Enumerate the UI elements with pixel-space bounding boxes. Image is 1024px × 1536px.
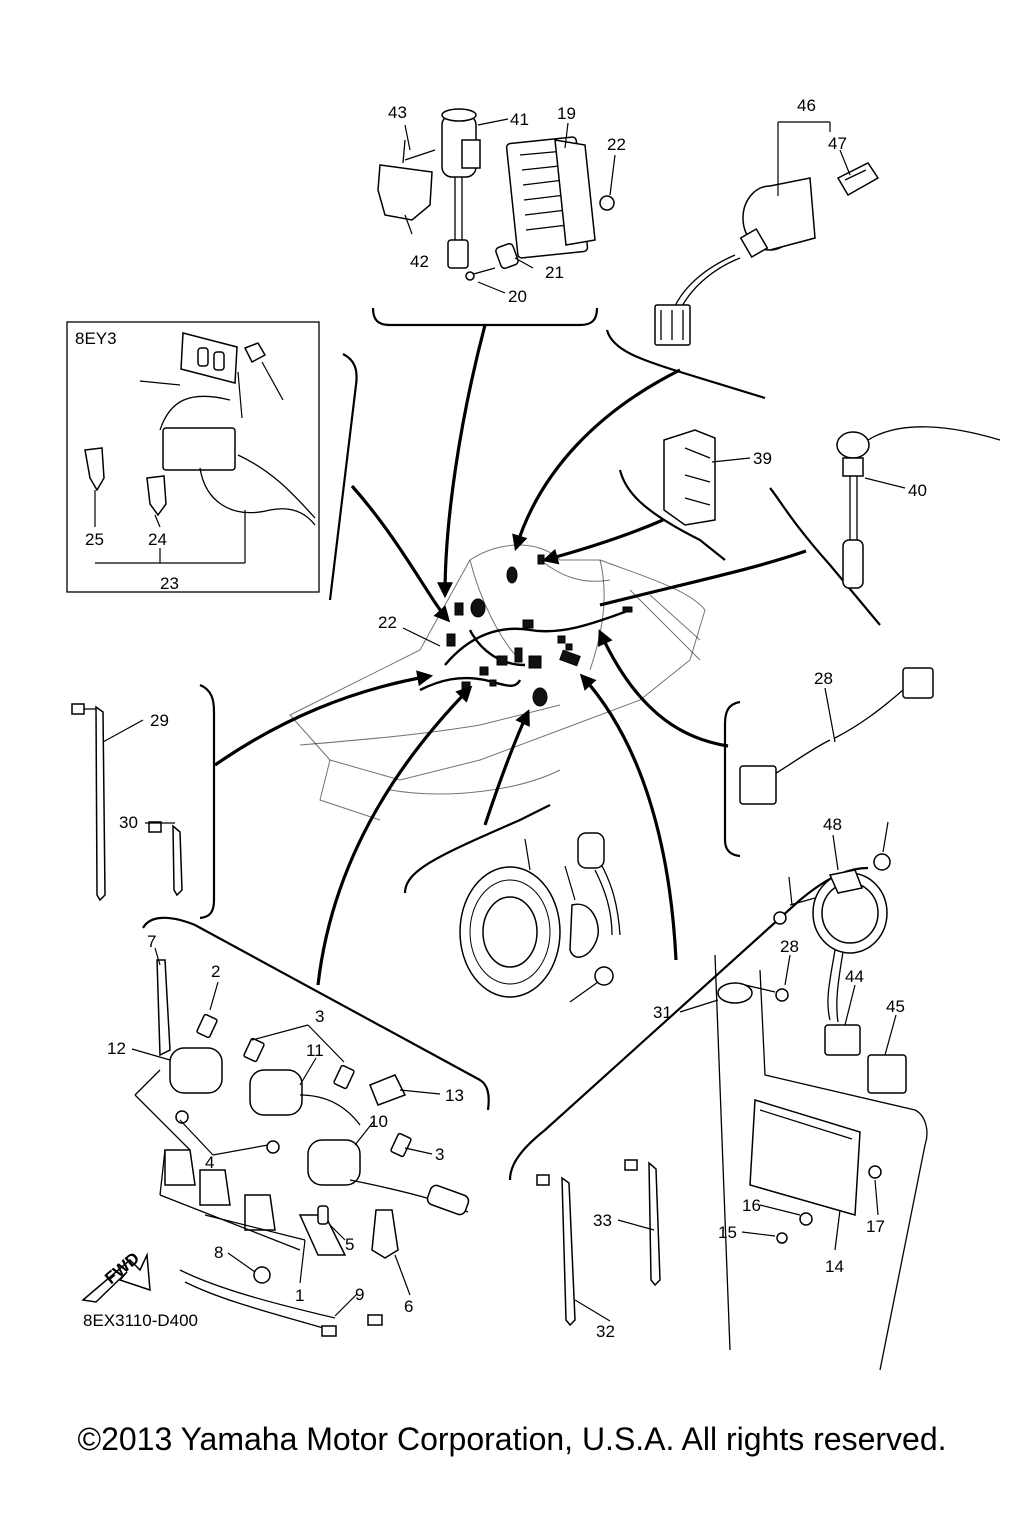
callout-12: 12 <box>107 1039 126 1058</box>
callout-6: 7 <box>147 932 156 951</box>
callout-30: 33 <box>593 1211 612 1230</box>
callout-17: 17 <box>866 1217 885 1236</box>
pointer-lines <box>214 324 807 986</box>
main-wire-harness <box>419 554 633 707</box>
callout-22: 22 <box>378 613 397 632</box>
callout-36: 44 <box>845 967 864 986</box>
ignition-coil-group <box>134 959 470 1337</box>
callout-23: 24 <box>148 530 167 549</box>
drawing-code: 8EX3110-D400 <box>83 1311 198 1330</box>
callout-8: 8 <box>214 1243 223 1262</box>
callout-19: 20 <box>508 287 527 306</box>
regulator-group <box>377 108 615 281</box>
callout-29: 32 <box>596 1322 615 1341</box>
callout-35: 43 <box>388 103 407 122</box>
copyright-notice: ©2013 Yamaha Motor Corporation, U.S.A. A… <box>77 1421 946 1457</box>
callout-20: 21 <box>545 263 564 282</box>
connector-31-and-sensor-32 <box>663 426 1001 589</box>
callout-3-bottom: 3 <box>435 1145 444 1164</box>
callout-18: 19 <box>557 104 576 123</box>
cable-ties-left <box>71 703 183 902</box>
callout-13: 13 <box>445 1086 464 1105</box>
callout-38: 46 <box>797 96 816 115</box>
callout-40: 48 <box>823 815 842 834</box>
cdi-unit-group <box>536 853 928 1371</box>
callout-28-right: 31 <box>653 1003 672 1022</box>
callout-14: 14 <box>825 1257 844 1276</box>
callout-4: 4 <box>205 1153 214 1172</box>
callout-15: 15 <box>718 1223 737 1242</box>
callout-32: 40 <box>908 481 927 500</box>
callout-28-left: 30 <box>119 813 138 832</box>
callout-39: 47 <box>828 134 847 153</box>
lead-wire-26 <box>739 667 934 805</box>
callout-16: 16 <box>742 1196 761 1215</box>
forward-direction-arrow: FWD <box>81 1248 151 1303</box>
callout-10: 10 <box>369 1112 388 1131</box>
inset-model-code: 8EY3 <box>75 329 117 348</box>
callout-33: 41 <box>510 110 529 129</box>
callout-34: 42 <box>410 252 429 271</box>
callout-22-inset: 23 <box>160 574 179 593</box>
callout-9: 9 <box>355 1285 364 1304</box>
callout-37: 45 <box>886 997 905 1016</box>
callout-labels: 43 41 19 22 42 21 20 46 47 8EY3 25 24 23… <box>75 96 927 1341</box>
leader-lines <box>94 118 906 1322</box>
callout-31: 39 <box>753 449 772 468</box>
callout-11: 11 <box>306 1041 324 1060</box>
main-switch-group <box>654 162 880 346</box>
callout-26: 28 <box>814 669 833 688</box>
callout-21: 22 <box>607 135 626 154</box>
callout-25: 28 <box>780 937 799 956</box>
callout-5: 5 <box>345 1235 354 1254</box>
inset-box-8ey3 <box>66 321 320 593</box>
callout-3-top: 3 <box>315 1007 324 1026</box>
callout-7: 6 <box>404 1297 413 1316</box>
callout-27: 29 <box>150 711 169 730</box>
callout-24: 25 <box>85 530 104 549</box>
callout-2: 2 <box>211 962 220 981</box>
pickup-coil-group <box>459 832 621 998</box>
callout-1: 1 <box>295 1286 304 1305</box>
